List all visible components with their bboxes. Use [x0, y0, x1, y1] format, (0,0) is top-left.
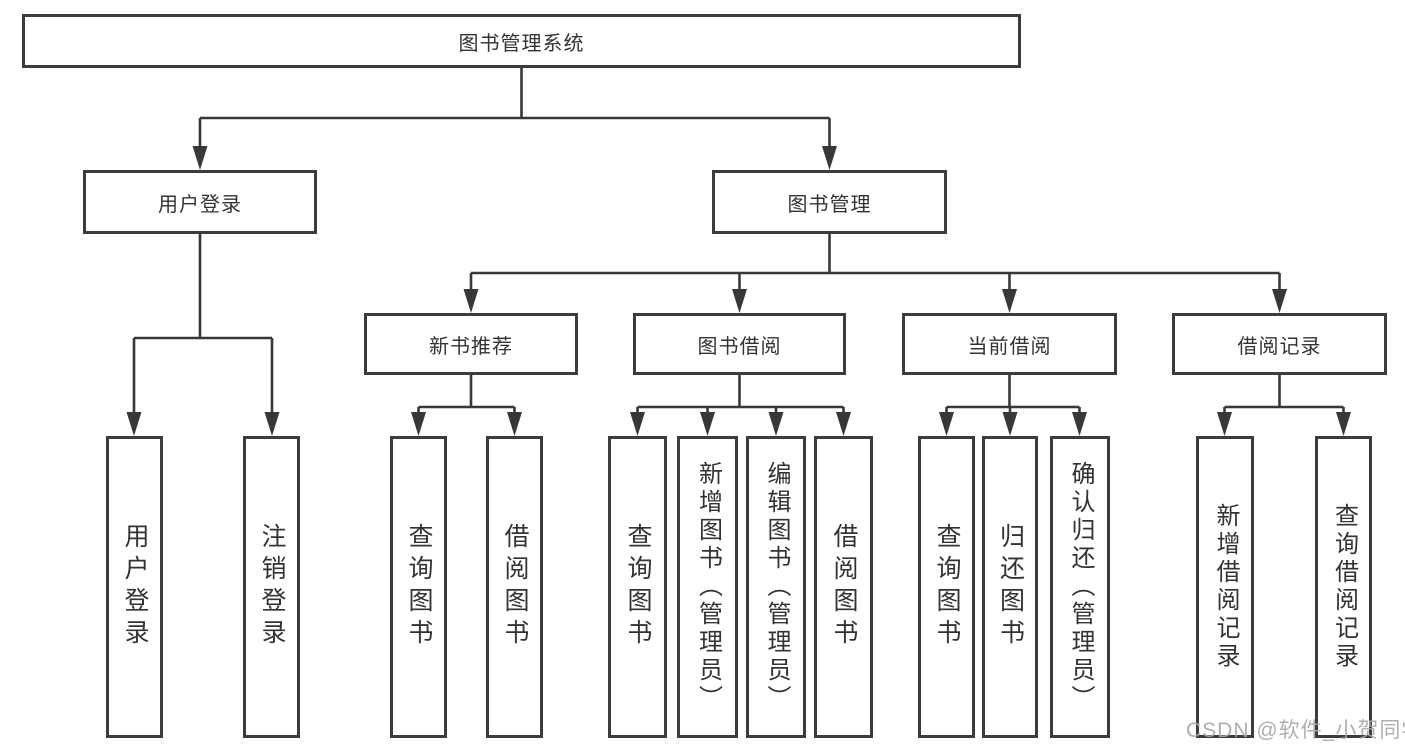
leaf-query-books-current: 查询图书: [918, 436, 975, 738]
arrowhead: [1002, 412, 1018, 436]
leaf-return-books: 归还图书: [982, 436, 1038, 738]
arrowhead: [126, 412, 142, 436]
node-borrowing-records: 借阅记录: [1172, 313, 1387, 375]
node-current-borrowing: 当前借阅: [902, 313, 1117, 375]
arrowhead: [822, 146, 837, 170]
node-book-management: 图书管理: [712, 170, 947, 234]
leaf-confirm-return-admin: 确认归还（管理员）: [1050, 436, 1110, 738]
leaf-borrow-books-recommend: 借阅图书: [486, 436, 543, 738]
node-user-login: 用户登录: [83, 170, 317, 234]
leaf-query-books-borrow: 查询图书: [608, 436, 667, 738]
arrowhead: [700, 412, 715, 436]
arrowhead: [836, 412, 851, 436]
arrowhead: [1072, 412, 1087, 436]
arrowhead: [463, 289, 479, 313]
connector-path: [132, 68, 1345, 416]
leaf-query-borrow-record: 查询借阅记录: [1315, 436, 1372, 738]
leaf-add-books-admin: 新增图书（管理员）: [677, 436, 738, 738]
arrowhead: [1336, 412, 1351, 436]
leaf-edit-books-admin: 编辑图书（管理员）: [746, 436, 806, 738]
arrowhead: [768, 412, 784, 436]
arrowhead: [1217, 412, 1232, 436]
arrowhead: [732, 289, 747, 313]
csdn-watermark: CSDN @软件_小贺同学: [1186, 719, 1405, 742]
arrowhead: [1002, 289, 1017, 313]
arrowhead: [507, 412, 522, 436]
node-library-management-system: 图书管理系统: [22, 14, 1021, 68]
arrowhead: [411, 412, 426, 436]
leaf-query-books-recommend: 查询图书: [390, 436, 447, 738]
arrowhead: [1272, 289, 1287, 313]
leaf-add-borrow-record: 新增借阅记录: [1196, 436, 1254, 738]
arrowhead: [192, 146, 208, 170]
node-new-book-recommendation: 新书推荐: [364, 313, 578, 375]
leaf-user-login: 用户登录: [106, 436, 163, 738]
node-book-borrowing: 图书借阅: [633, 313, 846, 375]
arrowhead: [939, 412, 954, 436]
arrowhead: [630, 412, 645, 436]
arrowhead: [264, 412, 280, 436]
leaf-logout: 注销登录: [243, 436, 300, 738]
leaf-borrow-books: 借阅图书: [814, 436, 873, 738]
